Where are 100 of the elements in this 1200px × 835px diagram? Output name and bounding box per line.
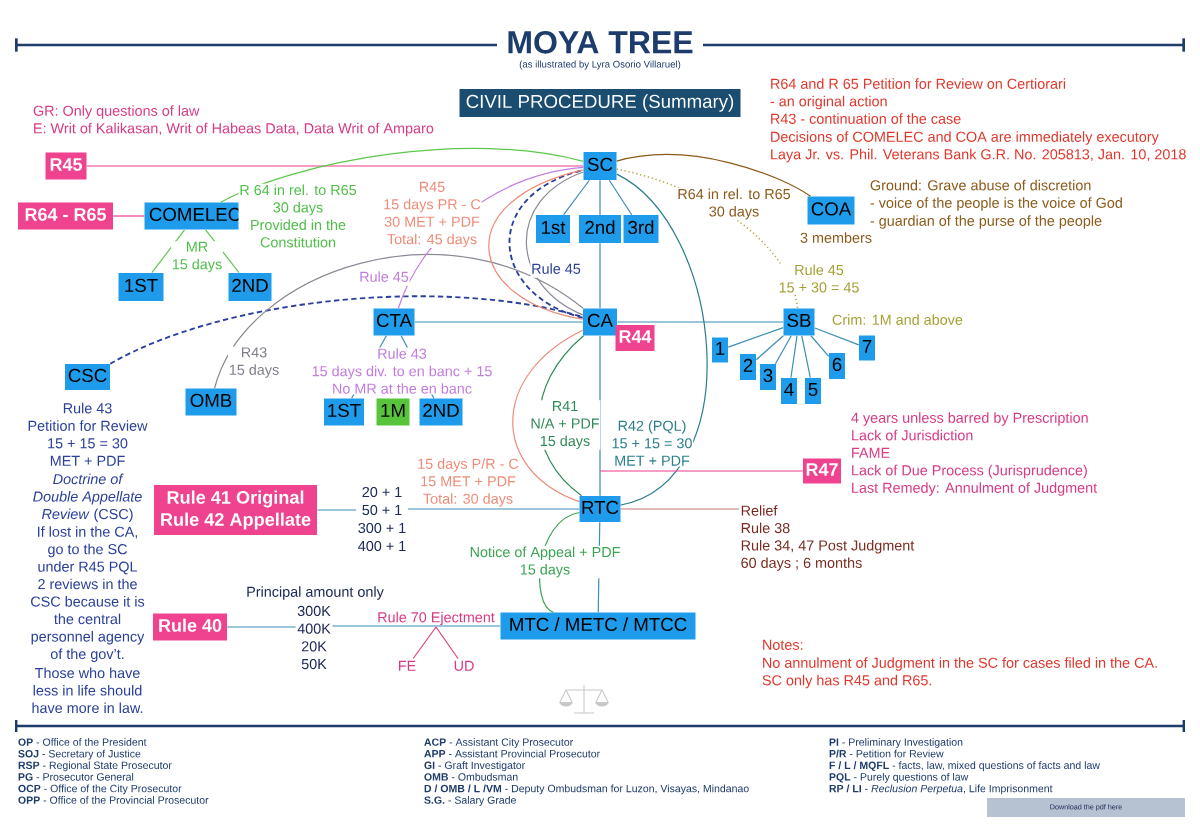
- connector-line: [112, 215, 145, 217]
- glossary-entry: APP - Assistant Provincial Prosecutor: [424, 749, 600, 758]
- note-text: E: Writ of Kalikasan, Writ of Habeas Data, Data Writ of Amparo: [34, 122, 434, 137]
- connector-line: [814, 327, 860, 346]
- connector-line: [226, 626, 297, 628]
- court-box: CA: [583, 308, 617, 336]
- court-box: 2ND: [419, 398, 463, 426]
- connector-line: [331, 625, 501, 627]
- court-box: SC: [583, 152, 617, 180]
- note-text: Rule 43: [63, 402, 112, 414]
- connector-line: [407, 508, 580, 510]
- curved-connector: [616, 173, 708, 506]
- note-text: 4 years unless barred by Prescription: [851, 412, 1088, 426]
- note-text: Crim: 1M and above: [832, 314, 963, 325]
- glossary-entry: OCP - Office of the City Prosecutor: [18, 784, 182, 795]
- note-text: Laya Jr. vs. Phil. Veterans Bank G.R. No. 205813, Jan. 10, 2018: [771, 148, 1186, 163]
- court-box: 1: [712, 337, 728, 363]
- note-text: Those who have less in life should have more in law.: [32, 667, 143, 714]
- note-text: Notes:: [763, 639, 803, 650]
- note-text: Lack of Due Process (Jurisprudence): [852, 464, 1087, 479]
- court-box: SB: [783, 308, 815, 336]
- connector-line: [599, 179, 601, 216]
- glossary-entry: GI - Graft Investigator: [424, 761, 525, 772]
- glossary-entry: RP / LI - Reclusion Perpetua, Life Imprisonment: [829, 784, 1053, 795]
- note-text: GR: Only questions of law: [33, 105, 200, 119]
- court-box: 1M: [376, 398, 410, 426]
- court-box: 2ND: [228, 273, 272, 301]
- note-text: Lack of Jurisdiction: [852, 429, 973, 441]
- note-text: Ground: Grave abuse of discretion: [870, 179, 1091, 191]
- connector-line: [790, 335, 798, 379]
- curved-connector: [525, 171, 584, 316]
- glossary-entry: OP - Office of the President: [18, 738, 147, 746]
- court-box: CTA: [373, 308, 415, 336]
- glossary-entry: S.G. - Salary Grade: [424, 796, 516, 806]
- connector-line: [86, 165, 584, 167]
- text-label: Rule 70 Ejectment: [378, 611, 495, 626]
- glossary-entry: D / OMB / L /VM - Deputy Ombudsman for Luzon, Visayas, Mindanao: [424, 784, 749, 795]
- note-text: Petition for Review: [28, 420, 148, 431]
- glossary-entry: SOJ - Secretary of Justice: [18, 749, 141, 760]
- glossary-entry: ACP - Assistant City Prosecutor: [424, 738, 573, 748]
- court-box: 1ST: [118, 273, 164, 301]
- note-text: Principal amount only: [247, 586, 384, 600]
- connector-line: [755, 335, 784, 361]
- note-text: 15 + 15 = 30: [48, 438, 128, 449]
- note-text: - an original action: [770, 95, 887, 110]
- court-box: COA: [807, 196, 855, 225]
- note-text: MET + PDF: [50, 455, 125, 466]
- note-text: No annulment of Judgment in the SC for cases filed in the CA.: [763, 657, 1157, 671]
- connector-line: [810, 335, 830, 358]
- edge-label: R42 (PQL) 15 + 15 = 30 MET + PDF: [610, 419, 694, 467]
- curved-connector: [488, 169, 584, 320]
- note-text: 2 reviews in the CSC because it is the central personnel agency of the gov’t.: [31, 578, 145, 662]
- connector-line: [599, 470, 804, 472]
- edge-label: Rule 45: [530, 262, 582, 278]
- note-text: FAME: [852, 447, 890, 458]
- edge-label: R45 15 days PR - C 30 MET + PDF Total: 45 days: [382, 181, 482, 248]
- curved-connector: [220, 148, 584, 203]
- edge-label: Rule 45 15 + 30 = 45: [777, 263, 861, 294]
- court-box: 1st: [536, 215, 570, 243]
- note-text: R43 - continuation of the case: [771, 113, 961, 124]
- note-text: Decisions of COMELEC and COA are immediately executory: [771, 131, 1159, 145]
- connector-line: [801, 335, 811, 379]
- edge-label: R41 N/A + PDF 15 days: [529, 400, 601, 450]
- text-label: FE: [399, 660, 416, 671]
- connector-line: [599, 242, 601, 309]
- court-box: COMELEC: [144, 202, 246, 230]
- court-box: OMB: [185, 388, 237, 416]
- connector-line: [599, 335, 601, 497]
- note-text: - voice of the people is the voice of God: [870, 197, 1122, 211]
- heading-box: CIVIL PROCEDURE (Summary): [459, 89, 741, 117]
- number-list: 300K 400K 20K 50K: [297, 605, 331, 670]
- glossary-entry: PI - Preliminary Investigation: [829, 738, 963, 748]
- court-box: 5: [805, 378, 821, 404]
- connector-line: [412, 626, 437, 660]
- glossary-entry: RSP - Regional State Prosecutor: [18, 761, 172, 772]
- connector-line: [616, 321, 784, 323]
- court-box: 6: [829, 353, 845, 379]
- note-text: Relief Rule 38 Rule 34, 47 Post Judgment 60 days ; 6 months: [741, 505, 915, 571]
- court-box: 4: [781, 378, 797, 404]
- connector-line: [435, 626, 459, 660]
- court-box: 2nd: [579, 215, 621, 243]
- connector-line: [608, 179, 633, 216]
- note-text: R64 and R 65 Petition for Review on Certiorari: [771, 78, 1066, 89]
- curved-connector: [616, 154, 812, 197]
- edge-label: 15 days P/R - C 15 MET + PDF Total: 30 days: [416, 457, 520, 508]
- curved-connector: [512, 329, 584, 503]
- note-text: MR 15 days: [171, 241, 223, 273]
- connector-line: [774, 335, 792, 365]
- text-label: UD: [454, 660, 474, 671]
- glossary-entry: OMB - Ombudsman: [424, 772, 518, 781]
- glossary-entry: PG - Prosecutor General: [18, 772, 134, 781]
- connector-line: [727, 326, 784, 348]
- note-text: - guardian of the purse of the people: [870, 215, 1102, 229]
- title: MOYA TREE: [508, 31, 693, 54]
- court-box: 2: [740, 354, 756, 380]
- curved-connector: [213, 254, 584, 389]
- court-box: CSC: [65, 364, 110, 390]
- court-box: 3rd: [623, 215, 659, 243]
- subtitle: (as illustrated by Lyra Osorio Villaruel): [519, 60, 681, 70]
- number-list: 20 + 1 50 + 1 300 + 1 400 + 1: [358, 486, 406, 552]
